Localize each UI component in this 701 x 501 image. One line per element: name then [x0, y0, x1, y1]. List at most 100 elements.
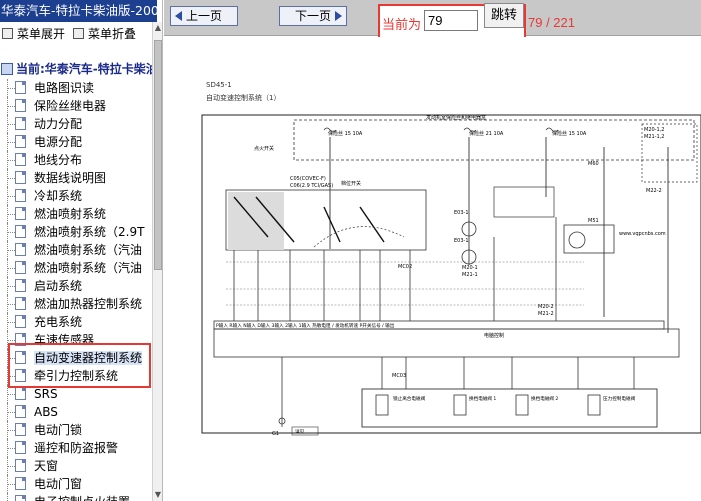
page-icon: [15, 351, 26, 364]
tree-item[interactable]: 电源分配: [0, 133, 152, 151]
tree-item-label: 牵引力控制系统: [34, 369, 119, 383]
page-icon: [15, 225, 26, 238]
page-icon: [15, 243, 26, 256]
collapse-icon: [73, 28, 84, 39]
scroll-down-arrow-icon[interactable]: ▼: [154, 490, 162, 499]
ground-icon: [278, 417, 286, 425]
tree-item[interactable]: 动力分配: [0, 115, 152, 133]
page-icon: [15, 423, 26, 436]
page-icon: [15, 369, 26, 382]
tree-item[interactable]: 启动系统: [0, 277, 152, 295]
diagram-title: 自动变速控制系统（1）: [206, 93, 280, 102]
expand-icon: [2, 28, 13, 39]
range-switch-label: 档位开关: [341, 180, 361, 187]
tree-item[interactable]: 保险丝继电器: [0, 97, 152, 115]
tree-root[interactable]: 当前:华泰汽车-特拉卡柴油版: [0, 60, 152, 79]
tree-item[interactable]: 冷却系统: [0, 187, 152, 205]
tree-item[interactable]: 燃油喷射系统（汽油: [0, 259, 152, 277]
page-icon: [15, 153, 26, 166]
page-icon: [15, 315, 26, 328]
tree-guide-branch: [7, 268, 15, 269]
next-page-button[interactable]: 下一页: [279, 6, 347, 26]
tree-item-label: SRS: [34, 387, 58, 401]
tree-item[interactable]: 自动变速器控制系统: [0, 349, 152, 367]
page-icon: [15, 117, 26, 130]
relay-box-right: [641, 123, 698, 183]
next-page-label: 下一页: [294, 9, 331, 23]
m20-label: M20-1,2: [644, 127, 664, 133]
page-number-input[interactable]: [424, 10, 478, 31]
tree-item[interactable]: 燃油喷射系统（汽油: [0, 241, 152, 259]
tree-guide-branch: [7, 430, 15, 431]
tree-scrollbar[interactable]: ▲ ▼: [152, 22, 162, 501]
book-icon: [1, 63, 13, 75]
tree-item-label: 电动门窗: [34, 477, 83, 491]
c05-label: C05(COVEC-F): [290, 176, 326, 182]
tree-item[interactable]: 牵引力控制系统: [0, 367, 152, 385]
tree-item[interactable]: 电动门锁: [0, 421, 152, 439]
lower-wires: [281, 357, 635, 427]
ecu-box: [213, 328, 680, 358]
tree-guide-branch: [7, 88, 15, 89]
fuse-label-3: 保险丝 15 10A: [552, 130, 587, 137]
tree-item[interactable]: 电路图识读: [0, 79, 152, 97]
tree-guide-branch: [7, 196, 15, 197]
menu-expand-button[interactable]: 菜单展开: [2, 26, 65, 42]
tree-item[interactable]: 遥控和防盗报警: [0, 439, 152, 457]
solenoid-3-label: 换档电磁阀 2: [531, 395, 558, 402]
page-icon: [15, 279, 26, 292]
tree-item-label: 电源分配: [34, 135, 83, 149]
jump-button[interactable]: 跳转: [484, 3, 524, 28]
diagram-frame: [201, 114, 701, 434]
tree-guide-branch: [7, 142, 15, 143]
tree-item[interactable]: 地线分布: [0, 151, 152, 169]
tree-guide-branch: [7, 376, 15, 377]
fuse-box-outline: [293, 119, 695, 161]
m202-label: M20-2: [538, 304, 554, 310]
page-icon: [15, 135, 26, 148]
fuse-symbols: [323, 127, 559, 133]
current-page-label: 当前为: [382, 18, 422, 33]
app-title: 华泰汽车-特拉卡柴油版-2003-: [0, 0, 157, 22]
menu-collapse-button[interactable]: 菜单折叠: [73, 26, 136, 42]
tree-item[interactable]: 燃油喷射系统: [0, 205, 152, 223]
tree-item-label: 数据线说明图: [34, 171, 107, 185]
tree-item[interactable]: 车速传感器: [0, 331, 152, 349]
left-pane: 华泰汽车-特拉卡柴油版-2003- 菜单展开 菜单折叠 当前:华泰汽车-特拉卡柴…: [0, 0, 163, 501]
switch-arc: [313, 226, 405, 248]
tree-item[interactable]: 燃油喷射系统（2.9T: [0, 223, 152, 241]
page-icon: [15, 405, 26, 418]
tree-item[interactable]: 电动门窗: [0, 475, 152, 493]
c06-label: C06(2.9 TCI/GAS): [290, 183, 333, 189]
tree-item[interactable]: 电子控制点火装置: [0, 493, 152, 501]
menu-collapse-label: 菜单折叠: [88, 27, 137, 41]
tree-guide-branch: [7, 178, 15, 179]
tree-guide-branch: [7, 412, 15, 413]
left-arrow-icon: [175, 11, 182, 21]
tree-item[interactable]: ABS: [0, 403, 152, 421]
page-icon: [15, 261, 26, 274]
tree-item[interactable]: SRS: [0, 385, 152, 403]
tree-guide-branch: [7, 358, 15, 359]
page-icon: [15, 81, 26, 94]
tree-item[interactable]: 天窗: [0, 457, 152, 475]
page-icon: [15, 171, 26, 184]
scrollbar-thumb[interactable]: [154, 40, 162, 270]
solenoid-1-label: 锁止离合电磁阀: [393, 395, 426, 402]
tree-item[interactable]: 燃油加热器控制系统: [0, 295, 152, 313]
ecu-label: 电脑控制: [484, 332, 504, 339]
tree-item[interactable]: 充电系统: [0, 313, 152, 331]
prev-page-button[interactable]: 上一页: [170, 6, 238, 26]
diagram-viewer[interactable]: SD45-1 自动变速控制系统（1） 发动机室保险丝和继电器盒 保险丝 15 1…: [164, 37, 701, 501]
page-icon: [15, 495, 26, 501]
prev-page-label: 上一页: [185, 9, 222, 23]
ign-switch-label: 点火开关: [254, 145, 274, 152]
tree-item[interactable]: 数据线说明图: [0, 169, 152, 187]
tree-guide-branch: [7, 484, 15, 485]
fuse-label-1: 保险丝 15 10A: [328, 130, 363, 137]
tree-guide-branch: [7, 250, 15, 251]
scroll-up-arrow-icon[interactable]: ▲: [154, 23, 162, 32]
page-icon: [15, 99, 26, 112]
tree-item-label: 保险丝继电器: [34, 99, 107, 113]
tree-item-label: 遥控和防盗报警: [34, 441, 119, 455]
